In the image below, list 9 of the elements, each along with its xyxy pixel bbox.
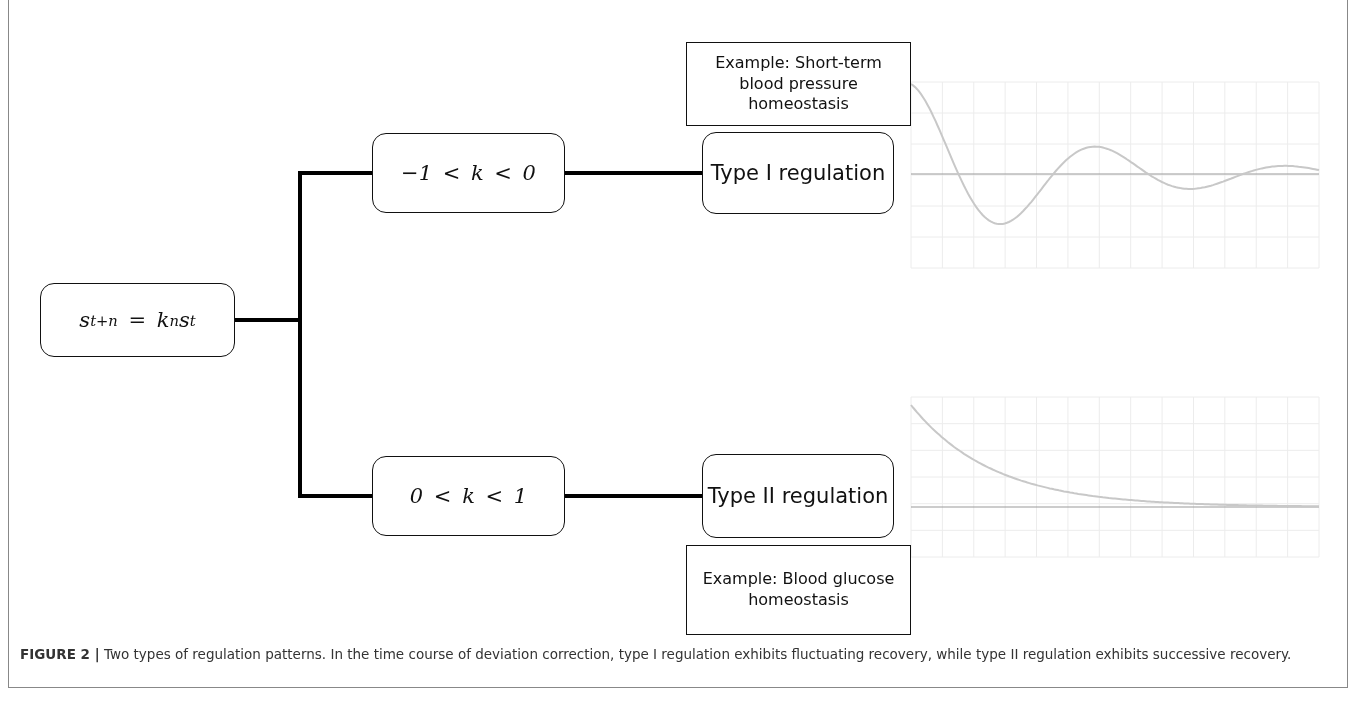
process-box: 0 < k < 1	[372, 456, 565, 536]
figure-caption: FIGURE 2 | Two types of regulation patterns. In the time course of deviation correction, type I regulation exhibits fluctuating recovery, while type II regulation exhibits successive recovery.	[20, 645, 1293, 665]
process-box: −1 < k < 0	[372, 133, 565, 213]
example-box: Example: Short-term blood pressure homeostasis	[686, 42, 911, 126]
process-box: Type II regulation	[702, 454, 894, 538]
connector-line	[565, 494, 702, 498]
connector-line	[565, 171, 702, 175]
example-box: Example: Blood glucose homeostasis	[686, 545, 911, 635]
process-box: Type I regulation	[702, 132, 894, 214]
